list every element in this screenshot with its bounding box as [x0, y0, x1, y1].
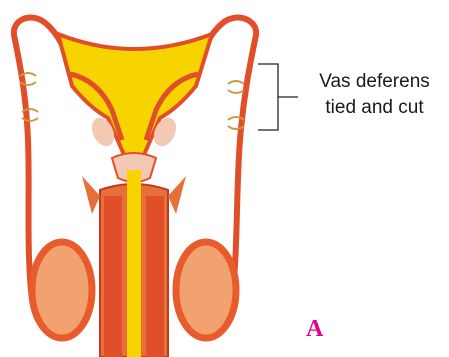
wing-left — [82, 176, 100, 214]
ligature-right-upper — [228, 81, 244, 93]
panel-letter: A — [306, 315, 323, 343]
bladder — [58, 34, 212, 164]
callout-bracket — [258, 64, 298, 130]
corpus-right — [146, 196, 164, 357]
testis-left — [32, 242, 92, 338]
anatomy-illustration — [14, 18, 256, 357]
callout-label-line1: Vas deferens — [300, 70, 449, 94]
callout-label-line2: tied and cut — [300, 96, 449, 120]
corpus-left — [104, 196, 122, 357]
testis-right — [176, 242, 236, 338]
urethra — [127, 170, 141, 357]
wing-right — [168, 176, 186, 214]
